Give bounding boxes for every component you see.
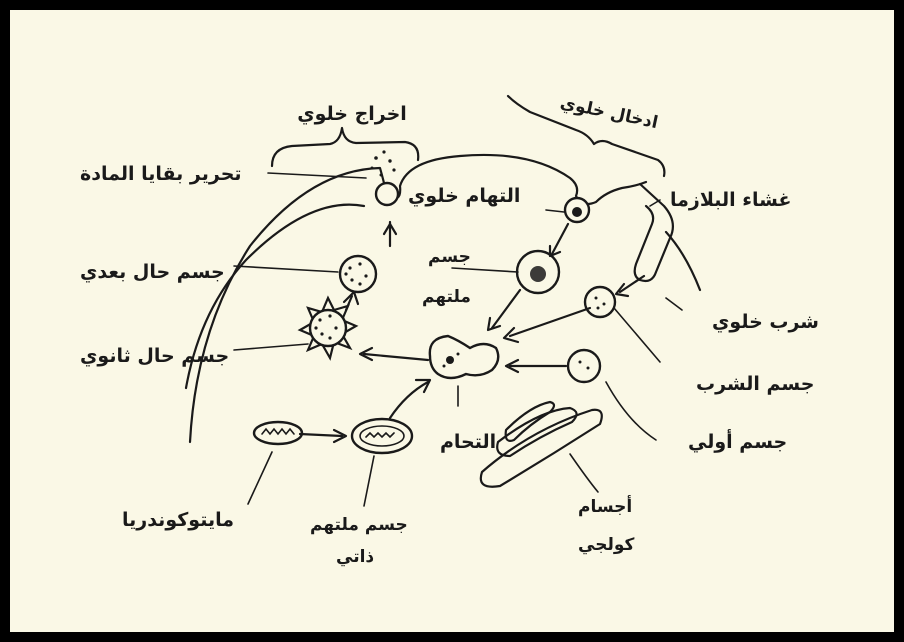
label-autophagosome-1: جسم ملتهم <box>310 515 408 535</box>
label-endocytosis: ادخال خلوي <box>558 93 659 133</box>
membrane-tail <box>666 232 700 290</box>
label-residual-body: جسم حال بعدي <box>80 261 225 284</box>
label-golgi-2: كولجي <box>578 535 634 555</box>
cell-diagram: اخراج خلوي ادخال خلوي تحرير بقايا المادة… <box>10 10 894 632</box>
label-fusion: التحام <box>440 431 496 453</box>
pinosome <box>585 287 615 317</box>
diagram-frame: اخراج خلوي ادخال خلوي تحرير بقايا المادة… <box>10 10 894 632</box>
label-golgi-1: أجسام <box>578 495 632 517</box>
fusion-body <box>430 336 498 378</box>
label-exocytosis: اخراج خلوي <box>297 103 407 126</box>
label-autophagosome-2: ذاتي <box>336 547 374 567</box>
label-phagosome-1: جسم <box>428 247 471 267</box>
primary-lysosome <box>568 350 600 382</box>
label-release: تحرير بقايا المادة <box>80 163 242 185</box>
label-plasma-membrane: غشاء البلازما <box>670 189 791 211</box>
label-mitochondria: مايتوكوندريا <box>122 509 234 531</box>
exocytosis-bracket <box>272 128 418 166</box>
label-secondary-lysosome: جسم حال ثانوي <box>80 345 229 368</box>
exocytosis-vesicle <box>376 183 398 205</box>
label-pinocytosis: شرب خلوي <box>712 311 819 334</box>
released-particles <box>371 150 396 176</box>
label-pinosome: جسم الشرب <box>696 373 814 395</box>
label-primary-lysosome: جسم أولي <box>688 429 787 453</box>
label-phagosome-2: ملتهم <box>422 287 471 307</box>
label-phagocytosis: التهام خلوي <box>408 185 520 208</box>
